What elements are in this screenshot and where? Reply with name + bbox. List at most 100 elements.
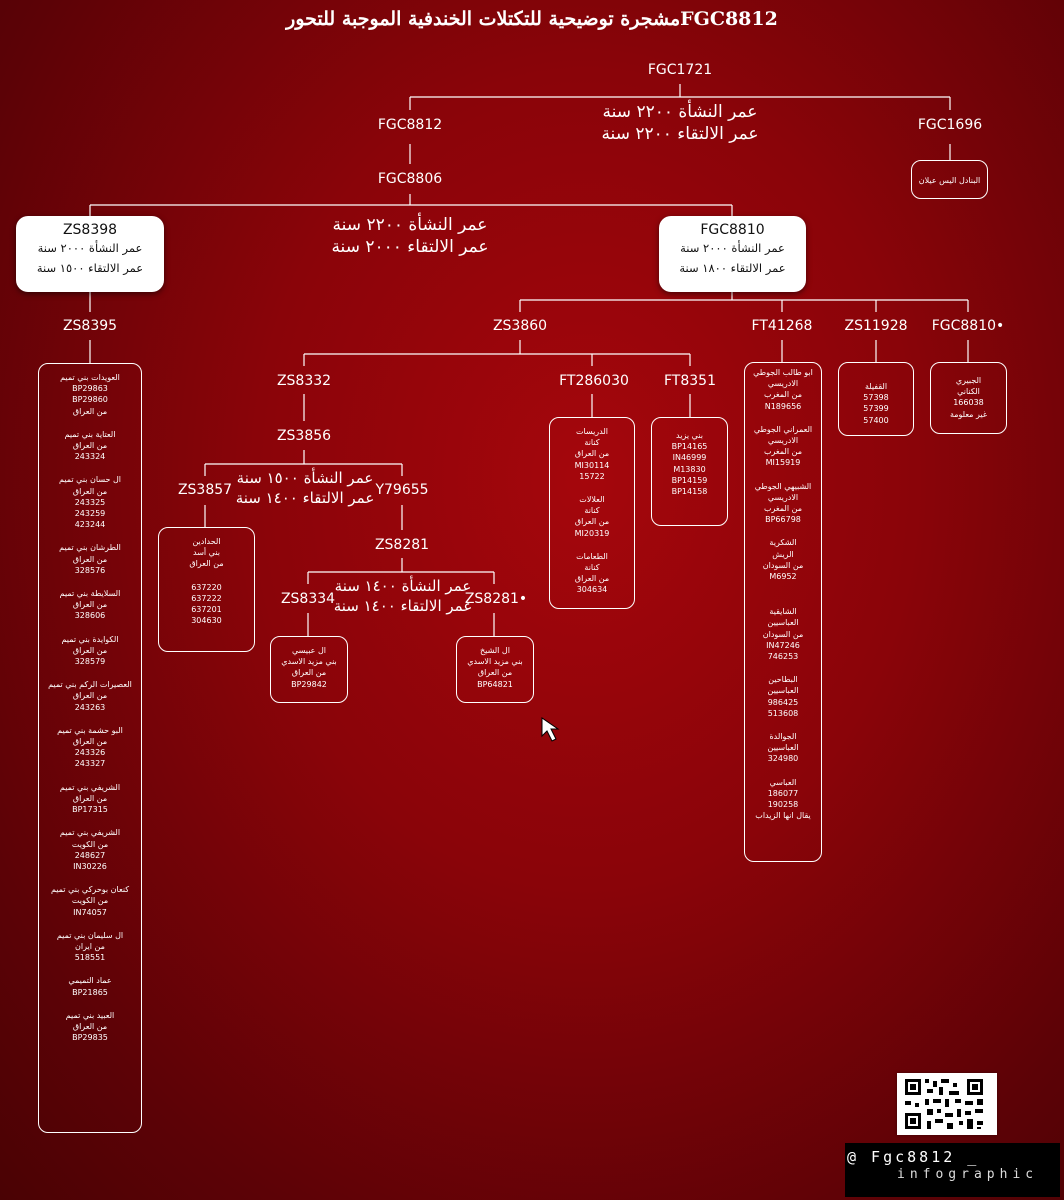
box-line-gap (745, 525, 821, 537)
box-line: كنانة (584, 506, 600, 516)
box-line: بني أسد (193, 548, 220, 558)
box-line: بني مزيد الاسدي (467, 657, 523, 667)
box-line: من السودان (762, 629, 804, 639)
node-ft41268: FT41268 (751, 318, 813, 334)
box-line-gap (745, 765, 821, 777)
box-line-gap (745, 582, 821, 594)
box-line: الادريسي (767, 379, 799, 389)
box-line: كنانة (584, 438, 600, 448)
box-line: 243326 (74, 748, 106, 758)
box-line: 57399 (863, 404, 889, 414)
box-line: الحدادين (192, 537, 221, 546)
box-line: 57400 (863, 415, 889, 425)
box-line: يقال انها الزيداب (755, 811, 811, 821)
box-line: BP14158 (671, 487, 708, 497)
box-line-gap (39, 963, 141, 975)
box-line: من العراق (72, 486, 108, 496)
box-line-gap (745, 412, 821, 424)
box-line: ابو طالب الجوطي (753, 368, 813, 377)
box-line-gap (39, 918, 141, 930)
box-line: السلايطة بني تميم (59, 589, 121, 599)
box-line: 243263 (74, 702, 106, 712)
box-line: 243324 (74, 452, 106, 462)
box-line: 166038 (953, 398, 984, 408)
box-line: 423244 (74, 520, 106, 530)
box-line: 57398 (863, 393, 889, 403)
box-line: BP29835 (72, 1033, 108, 1043)
box-line: من العراق (291, 668, 327, 678)
node-ft286030: FT286030 (559, 373, 629, 389)
box-line-gap (39, 872, 141, 884)
box-line: العباسيين (767, 686, 799, 696)
box-line: الجبيري (955, 376, 982, 385)
box-line-gap (550, 539, 634, 551)
box-line: الكناني (957, 387, 980, 397)
box-line: كنعان بوحركي بني تميم (50, 885, 130, 895)
box-line: MI20319 (574, 528, 610, 538)
box-line: الشبيهي الجوطي (754, 481, 812, 491)
box-line: 986425 (767, 697, 799, 707)
box-line: 304630 (191, 616, 222, 626)
box-line: البنادل اليس عيلان (918, 176, 981, 185)
box-line: الادريسي (767, 492, 799, 502)
box-line: IN30226 (73, 861, 107, 871)
box-line: بني مزيد الاسدي (281, 657, 337, 667)
qr-code-icon (897, 1073, 997, 1135)
box-line: من المغرب (763, 390, 802, 400)
node-zs3857: ZS3857 (177, 482, 233, 498)
box-line: 637201 (191, 605, 222, 615)
box-line-gap (39, 713, 141, 725)
box-line: M13830 (673, 464, 706, 474)
box-line: البو حشمة بني تميم (57, 725, 123, 735)
box-line-gap (39, 576, 141, 588)
box-line: من العراق (72, 691, 108, 701)
node-ft8351: FT8351 (664, 373, 716, 389)
box-line: العباسيين (767, 618, 799, 628)
box-line: BP17315 (72, 805, 108, 815)
box-line: الشريفي بني تميم (59, 782, 121, 792)
box-line: من المغرب (763, 447, 802, 457)
box-line: BP14165 (671, 442, 708, 452)
box-line: العباسيين (767, 743, 799, 753)
box-line: من العراق (72, 600, 108, 610)
node-box-zs8398: ZS8398 عمر النشأة ٢٠٠٠ سنة عمر الالتقاء … (16, 216, 164, 292)
box-line: 243327 (74, 759, 106, 769)
box-line: من العراق (477, 668, 513, 678)
box-line-gap (745, 662, 821, 674)
box-line: القفيلة (864, 382, 888, 391)
box-line: من العراق (189, 559, 224, 569)
box-line: العلالات (579, 495, 605, 505)
box-line: 746253 (767, 652, 799, 662)
box-line: BP29863 (72, 384, 108, 394)
box-line: العمراني الجوطي (753, 424, 813, 434)
box-line: الشكرية (769, 538, 797, 548)
box-line-gap (159, 570, 254, 582)
tribes-box-fgc1696: البنادل اليس عيلان (911, 160, 988, 199)
box-line: 328606 (74, 611, 106, 621)
box-line: BP14159 (671, 475, 708, 485)
box-line: IN46999 (672, 453, 707, 463)
node-zs8395: ZS8395 (62, 318, 118, 334)
box-line: الشريفي بني تميم (59, 828, 121, 838)
box-line: من العراق (72, 554, 108, 564)
box-line: العويدات بني تميم (60, 373, 120, 382)
box-line: العبيد بني تميم (65, 1010, 115, 1020)
box-line: من الكويت (71, 839, 109, 849)
node-zs8332: ZS8332 (276, 373, 332, 389)
box-line: BP21865 (72, 987, 108, 997)
box-line: من العراق (72, 793, 108, 803)
box-line: كنانة (584, 563, 600, 573)
box-line: من ايران (75, 941, 105, 951)
box-line: البطاحين (768, 675, 798, 685)
box-line: العباسي (769, 777, 797, 787)
box-line-gap (39, 667, 141, 679)
box-line: من العراق (574, 517, 610, 527)
box-line: ال الشيخ (480, 646, 510, 655)
